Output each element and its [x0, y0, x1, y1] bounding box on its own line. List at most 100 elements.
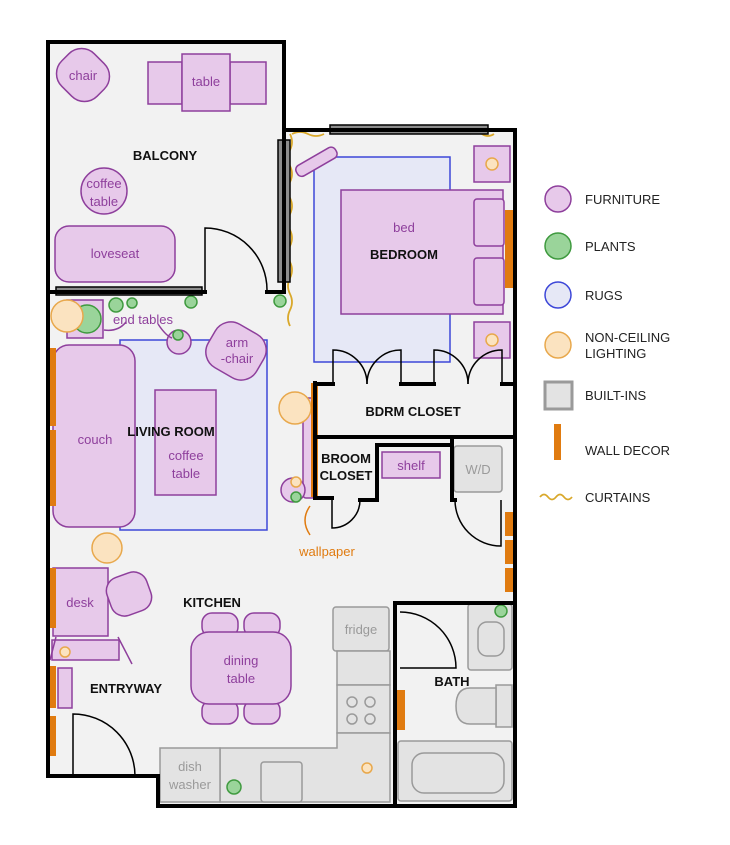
burner-icon [346, 696, 358, 708]
bedroom-door [366, 349, 402, 385]
balcony-table-chair-right [229, 61, 267, 105]
dishwasher [159, 747, 221, 803]
room-labels: BALCONY BEDROOM LIVING ROOM BDRM CLOSET … [90, 148, 470, 696]
room-label-broom-closet: CLOSET [320, 468, 373, 483]
doors [72, 227, 503, 777]
label-table: table [192, 74, 220, 89]
plant [184, 295, 198, 309]
label-washer-dryer: W/D [465, 462, 490, 477]
room-label-bedroom: BEDROOM [370, 247, 438, 262]
balcony-door [204, 227, 268, 291]
burner-icon [346, 713, 358, 725]
legend-builtins-label: BUILT-INS [585, 388, 646, 403]
shelf [381, 451, 441, 479]
toilet-tank [495, 684, 513, 728]
broom-closet-door [331, 499, 361, 529]
mirror [295, 146, 338, 178]
room-label-broom-closet: BROOM [321, 451, 371, 466]
legend-lighting-swatch [544, 331, 572, 359]
label-dishwasher: dish [178, 759, 202, 774]
bedroom-door [332, 349, 368, 385]
legend-rugs-label: RUGS [585, 288, 623, 303]
plant [494, 604, 508, 618]
label-coffee-table-balcony: coffee [86, 176, 121, 191]
entry-door [72, 713, 136, 777]
room-label-kitchen: KITCHEN [183, 595, 241, 610]
legend-plants-label: PLANTS [585, 239, 636, 254]
stove [336, 684, 391, 734]
wallpaper-arrow [304, 505, 311, 536]
table-lamp [485, 333, 499, 347]
annotation-arrows [103, 321, 311, 536]
built-ins [159, 445, 513, 803]
label-dishwasher: washer [168, 777, 212, 792]
label-dining-table: table [227, 671, 255, 686]
floor-lamp [91, 532, 123, 564]
legend-lighting-label: NON-CEILING [585, 330, 670, 345]
dining-table [190, 631, 292, 705]
legend-curtains-label: CURTAINS [585, 490, 651, 505]
toilet-bowl [455, 687, 497, 725]
legend-wall-decor-label: WALL DECOR [585, 443, 670, 458]
label-fridge: fridge [345, 622, 378, 637]
bath-sink-basin [477, 621, 505, 657]
label-chair: chair [69, 68, 98, 83]
end-tables-arrow [157, 323, 173, 339]
plant [226, 779, 242, 795]
kitchen-counter [336, 650, 391, 686]
furniture [51, 47, 511, 725]
legend-furniture-label: FURNITURE [585, 192, 660, 207]
bath-door [399, 611, 457, 669]
label-coffee-table: table [172, 466, 200, 481]
table-lamp [59, 646, 71, 658]
builtin-labels: W/D fridge dish washer [168, 462, 491, 792]
label-desk: desk [66, 595, 94, 610]
table-lamp [290, 476, 302, 488]
room-label-entryway: ENTRYWAY [90, 681, 162, 696]
legend-plants-swatch [544, 232, 572, 260]
room-label-living-room: LIVING ROOM [127, 424, 214, 439]
plant [290, 491, 302, 503]
loveseat [54, 225, 176, 283]
bedroom-door [467, 349, 503, 385]
floor-lamp [50, 299, 84, 333]
desk-lamp-legs [49, 636, 133, 665]
wd-door [454, 499, 502, 547]
table-lamp [361, 762, 373, 774]
sink [260, 761, 303, 803]
legend-furniture-swatch [544, 185, 572, 213]
bathtub [397, 740, 513, 802]
nightstand [473, 145, 511, 183]
room-label-bdrm-closet: BDRM CLOSET [365, 404, 460, 419]
floor-lamp [278, 391, 312, 425]
room-label-bath: BATH [434, 674, 469, 689]
label-armchair: -chair [221, 351, 254, 366]
end-tables-arrow [103, 321, 127, 332]
armchair [205, 321, 267, 381]
plant [108, 297, 124, 313]
balcony-coffee-table [80, 167, 128, 215]
annotation-labels: end tables wallpaper [113, 312, 355, 559]
label-armchair: arm [226, 335, 248, 350]
entry-bench [57, 667, 73, 709]
legend-rugs-swatch [544, 281, 572, 309]
table-lamp [485, 157, 499, 171]
label-end-tables: end tables [113, 312, 173, 327]
plant [126, 297, 138, 309]
curtain [291, 131, 325, 137]
burner-icon [364, 713, 376, 725]
furniture-labels: chair table coffee table loveseat bed ar… [66, 68, 425, 686]
label-couch: couch [78, 432, 113, 447]
balcony-table [181, 53, 231, 112]
label-bed: bed [393, 220, 415, 235]
bedroom-door [433, 349, 469, 385]
walls [46, 40, 517, 808]
legend: FURNITURE PLANTS RUGS NON-CEILING LIGHTI… [539, 185, 670, 505]
legend-lighting-label: LIGHTING [585, 346, 646, 361]
legend-curtains-swatch [539, 493, 573, 501]
balcony-chair [55, 47, 111, 103]
coffee-table [154, 389, 217, 496]
bathtub-basin [411, 752, 505, 794]
label-dining-table: dining [224, 653, 259, 668]
